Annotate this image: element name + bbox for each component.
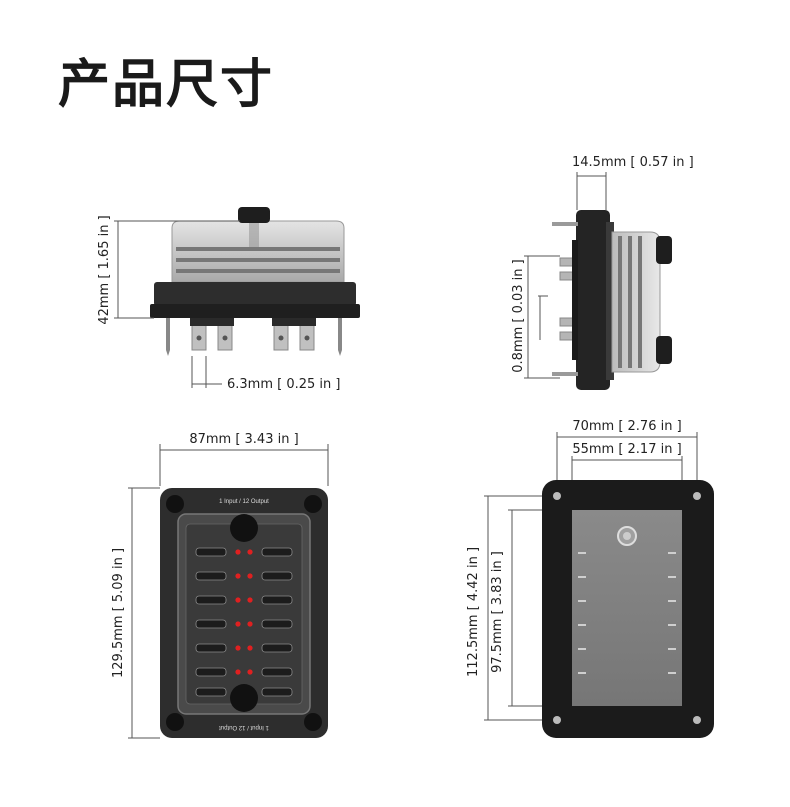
end-cover-rib <box>628 236 632 368</box>
back-inner-height-label: 97.5mm [ 3.83 in ] <box>490 551 505 673</box>
end-screw <box>552 372 578 376</box>
back-tick-right <box>668 624 676 626</box>
back-tick-left <box>578 552 586 554</box>
back-mount-hole <box>553 716 561 724</box>
fuse-led <box>247 549 253 555</box>
fuse-led <box>235 573 241 579</box>
screw <box>166 318 170 356</box>
fuse-led <box>235 621 241 627</box>
fuse-led <box>247 573 253 579</box>
back-ticks <box>578 552 676 674</box>
terminal-hole <box>222 335 228 341</box>
fuse-led <box>235 549 241 555</box>
back-tick-right <box>668 648 676 650</box>
back-tick-right <box>668 600 676 602</box>
fuse-slot-right <box>261 595 293 605</box>
end-flange <box>606 222 614 380</box>
side-cover <box>171 220 345 283</box>
front-bottom-text: 1 Input / 12 Output <box>219 724 269 730</box>
fuse-rows <box>195 547 293 697</box>
terminal-block <box>272 318 316 326</box>
back-outer-height-label: 112.5mm [ 4.42 in ] <box>466 547 481 677</box>
fuse-slot-left <box>195 619 227 629</box>
cover-knob <box>238 207 270 223</box>
page-title: 产品尺寸 <box>58 55 275 115</box>
terminal-hole <box>278 335 284 341</box>
end-base <box>576 210 610 390</box>
front-top-text: 1 Input / 12 Output <box>219 499 269 505</box>
side-base <box>154 282 356 306</box>
fuse-led <box>235 645 241 651</box>
fuse-slot-left <box>195 571 227 581</box>
fuse-slot-right <box>261 643 293 653</box>
back-outer-width-label: 70mm [ 2.76 in ] <box>572 419 681 434</box>
end-terminal-block <box>572 240 578 360</box>
front-height-label: 129.5mm [ 5.09 in ] <box>111 548 126 678</box>
terminal-hole <box>196 335 202 341</box>
cover-knob-bottom <box>230 684 258 712</box>
cover-knob-top <box>230 514 258 542</box>
fuse-led <box>247 669 253 675</box>
front-width-label: 87mm [ 3.43 in ] <box>189 432 298 447</box>
back-inner-width-label: 55mm [ 2.17 in ] <box>572 442 681 457</box>
back-tick-right <box>668 552 676 554</box>
back-tick-left <box>578 648 586 650</box>
fuse-led <box>247 621 253 627</box>
side-height-label: 42mm [ 1.65 in ] <box>97 215 112 324</box>
back-tick-left <box>578 600 586 602</box>
fuse-led <box>247 645 253 651</box>
end-view: 14.5mm [ 0.57 in ] 0.8mm [ 0.03 in ] <box>511 155 694 390</box>
terminal-width-label: 6.3mm [ 0.25 in ] <box>227 377 340 392</box>
knob-shaft <box>249 223 259 247</box>
back-center-stud-core <box>623 532 631 540</box>
fuse-led <box>235 669 241 675</box>
mount-hole <box>166 713 184 731</box>
cover-rib <box>176 269 340 273</box>
end-knob <box>656 236 672 264</box>
back-tick-left <box>578 624 586 626</box>
fuse-slot-left <box>195 687 227 697</box>
fuse-slot-right <box>261 667 293 677</box>
end-plate-label: 0.8mm [ 0.03 in ] <box>511 259 526 372</box>
back-mount-hole <box>693 716 701 724</box>
back-mount-hole <box>693 492 701 500</box>
back-view: 70mm [ 2.76 in ] 55mm [ 2.17 in ] 112.5m… <box>466 419 714 738</box>
cover-rib <box>176 258 340 262</box>
fuse-slot-left <box>195 547 227 557</box>
end-screw <box>552 222 578 226</box>
mount-hole <box>304 495 322 513</box>
side-view: 42mm [ 1.65 in ] 6.3mm [ 0.25 in ] <box>97 207 360 392</box>
fuse-slot-left <box>195 643 227 653</box>
fuse-slot-left <box>195 667 227 677</box>
end-depth-label: 14.5mm [ 0.57 in ] <box>572 155 694 170</box>
mount-hole <box>166 495 184 513</box>
fuse-slot-right <box>261 619 293 629</box>
fuse-slot-right <box>261 571 293 581</box>
fuse-led <box>247 597 253 603</box>
cover-rib <box>176 247 340 251</box>
terminal-hole <box>304 335 310 341</box>
fuse-slot-right <box>261 547 293 557</box>
fuse-slot-left <box>195 595 227 605</box>
end-knob <box>656 336 672 364</box>
side-flange <box>150 304 360 318</box>
back-tick-right <box>668 672 676 674</box>
fuse-slot-right <box>261 687 293 697</box>
terminal-block <box>190 318 234 326</box>
end-cover-rib <box>618 236 622 368</box>
back-mount-hole <box>553 492 561 500</box>
screw <box>338 318 342 356</box>
fuse-led <box>235 597 241 603</box>
back-tick-left <box>578 576 586 578</box>
front-view: 87mm [ 3.43 in ] 129.5mm [ 5.09 in ] 1 I… <box>111 432 329 739</box>
back-tick-left <box>578 672 586 674</box>
mount-hole <box>304 713 322 731</box>
end-cover-rib <box>638 236 642 368</box>
back-tick-right <box>668 576 676 578</box>
